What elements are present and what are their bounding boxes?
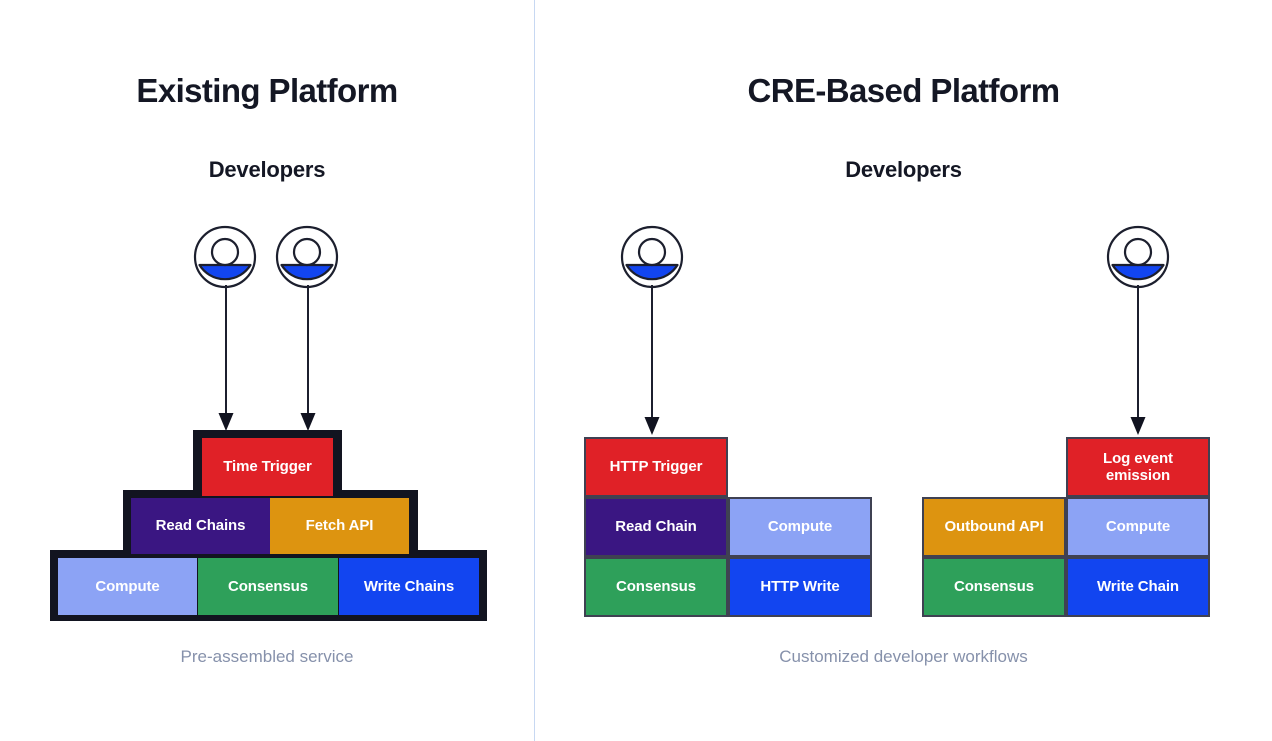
block-compute[interactable]: Compute (58, 558, 197, 615)
avatar (620, 225, 684, 289)
block-outbound-api[interactable]: Outbound API (922, 497, 1066, 557)
block-write-chain[interactable]: Write Chain (1066, 557, 1210, 617)
right-panel-caption: Customized developer workflows (779, 647, 1028, 666)
left-panel-caption: Pre-assembled service (180, 647, 354, 666)
block-fetch-api[interactable]: Fetch API (270, 498, 409, 554)
panel-divider (534, 0, 535, 741)
block-compute[interactable]: Compute (728, 497, 872, 557)
left-panel-subtitle: Developers (208, 157, 326, 182)
avatar (275, 225, 339, 289)
right-panel-subtitle: Developers (845, 157, 962, 182)
block-time-trigger[interactable]: Time Trigger (202, 438, 333, 496)
block-http-write[interactable]: HTTP Write (728, 557, 872, 617)
avatar (1106, 225, 1170, 289)
block-read-chain[interactable]: Read Chain (584, 497, 728, 557)
block-consensus[interactable]: Consensus (584, 557, 728, 617)
left-panel-title: Existing Platform (136, 72, 398, 109)
block-log-event-emission[interactable]: Log event emission (1066, 437, 1210, 497)
block-compute[interactable]: Compute (1066, 497, 1210, 557)
block-consensus[interactable]: Consensus (198, 558, 338, 615)
block-write-chains[interactable]: Write Chains (339, 558, 479, 615)
block-read-chains[interactable]: Read Chains (131, 498, 270, 554)
right-panel-title: CRE-Based Platform (747, 72, 1061, 109)
flow-arrow (1129, 285, 1147, 437)
flow-arrow (299, 285, 317, 433)
avatar (193, 225, 257, 289)
flow-arrow (217, 285, 235, 433)
flow-arrow (643, 285, 661, 437)
block-consensus[interactable]: Consensus (922, 557, 1066, 617)
block-http-trigger[interactable]: HTTP Trigger (584, 437, 728, 497)
